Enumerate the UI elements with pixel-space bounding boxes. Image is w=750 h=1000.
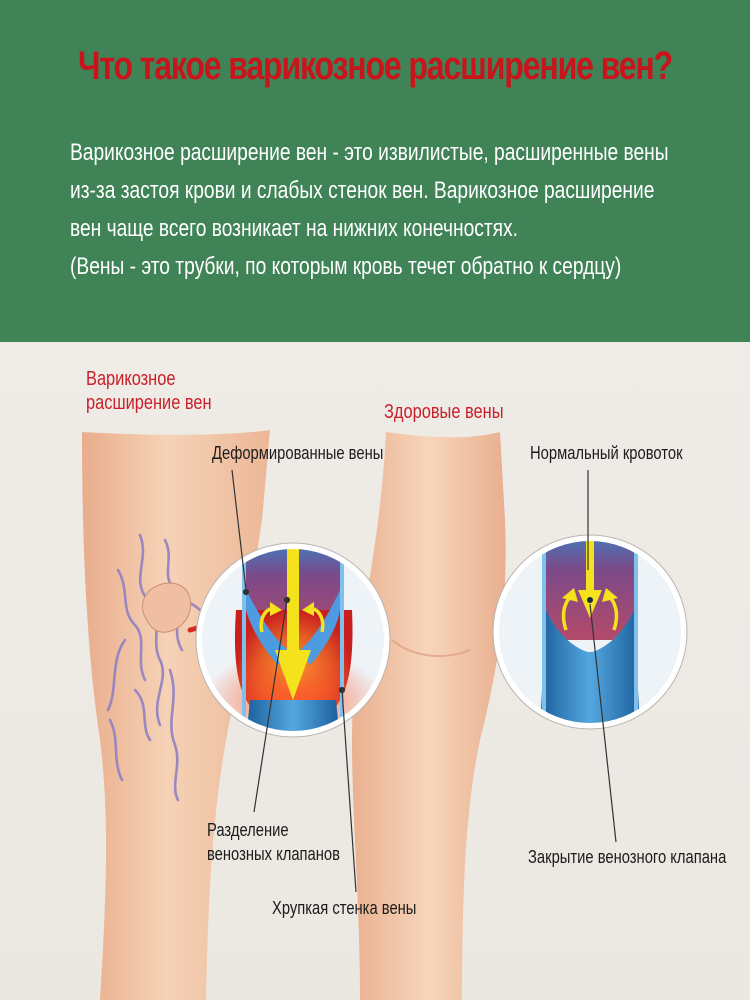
healthy-vein-magnifier [492, 534, 688, 730]
flow-arrow-down [275, 548, 311, 700]
intro-note: (Вены - это трубки, по которым кровь теч… [70, 253, 622, 280]
header-banner: Что такое варикозное расширение вен? Вар… [0, 0, 750, 342]
varicose-bulge [142, 582, 192, 633]
label-valve-separation: Разделение венозных клапанов [207, 820, 340, 864]
label-deformed-veins: Деформированные вены [212, 443, 384, 463]
label-healthy: Здоровые вены [384, 401, 504, 423]
label-normal-flow: Нормальный кровоток [530, 443, 683, 463]
page-title: Что такое варикозное расширение вен? [77, 44, 673, 88]
intro-text: Варикозное расширение вен - это извилист… [70, 134, 678, 286]
label-varicose: Варикозное расширение вен [86, 368, 212, 414]
right-leg [352, 432, 506, 1000]
label-valve-closure: Закрытие венозного клапана [528, 847, 727, 867]
intro-paragraph: Варикозное расширение вен - это извилист… [70, 139, 669, 242]
leader-lines [231, 469, 617, 893]
label-fragile-wall: Хрупкая стенка вены [272, 898, 417, 918]
